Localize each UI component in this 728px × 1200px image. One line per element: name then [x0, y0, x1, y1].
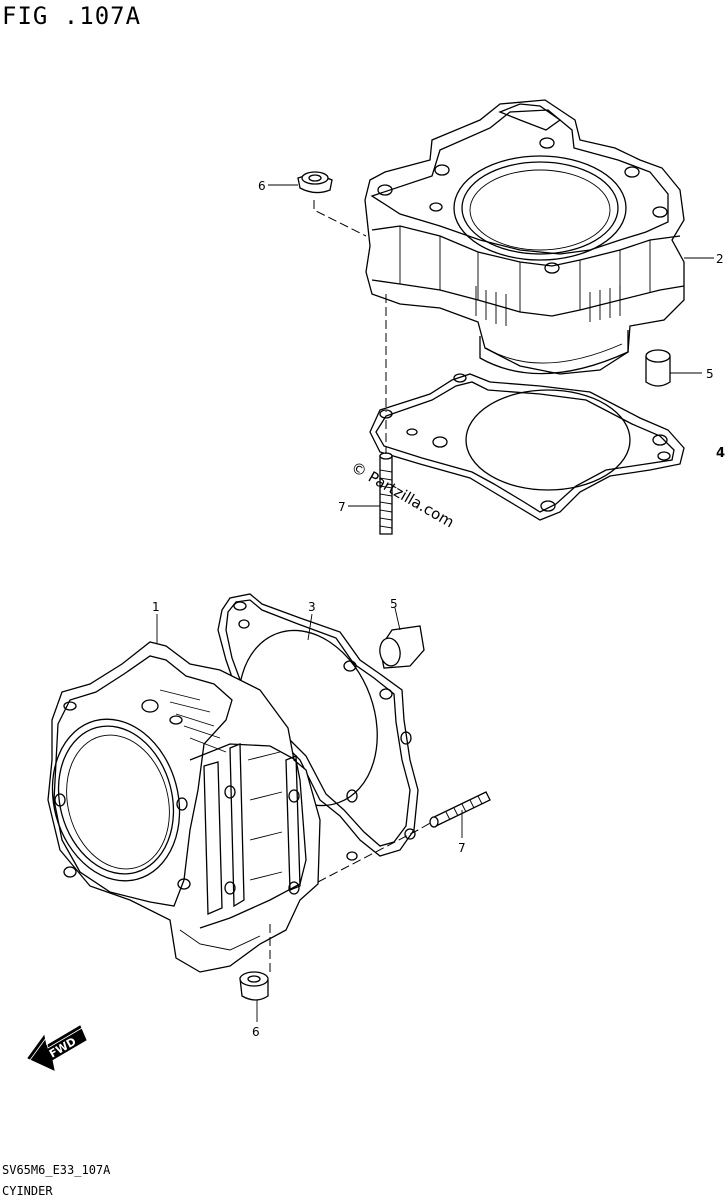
bottom-stud-7[interactable] — [429, 791, 491, 828]
bottom-nut-6[interactable] — [239, 971, 269, 1001]
section-name: CYINDER — [2, 1184, 53, 1198]
top-gasket-4[interactable] — [369, 373, 685, 521]
callout-6-top: 6 — [258, 179, 266, 193]
top-nut-6[interactable] — [297, 171, 333, 194]
callout-7-top: 7 — [338, 500, 346, 514]
bottom-cylinder-1[interactable] — [35, 641, 321, 973]
bottom-dowel-5[interactable] — [378, 625, 425, 669]
figure-title: FIG .107A — [2, 2, 142, 30]
callout-3-bottom: 3 — [308, 600, 316, 614]
callout-4-top: 4 — [716, 446, 725, 461]
callout-2-top: 2 — [716, 252, 724, 266]
top-dowel-5[interactable] — [645, 349, 671, 387]
model-code: SV65M6_E33_107A — [2, 1163, 111, 1177]
top-cylinder-2[interactable] — [364, 99, 685, 375]
callout-5-top: 5 — [706, 367, 714, 381]
top-stud-7[interactable] — [379, 452, 393, 535]
callout-6-bottom: 6 — [252, 1025, 260, 1039]
callout-1-bottom: 1 — [152, 600, 160, 614]
callout-7-bottom: 7 — [458, 841, 466, 855]
fwd-arrow-icon: FWD — [27, 1025, 87, 1071]
callout-5-bottom: 5 — [390, 597, 398, 611]
